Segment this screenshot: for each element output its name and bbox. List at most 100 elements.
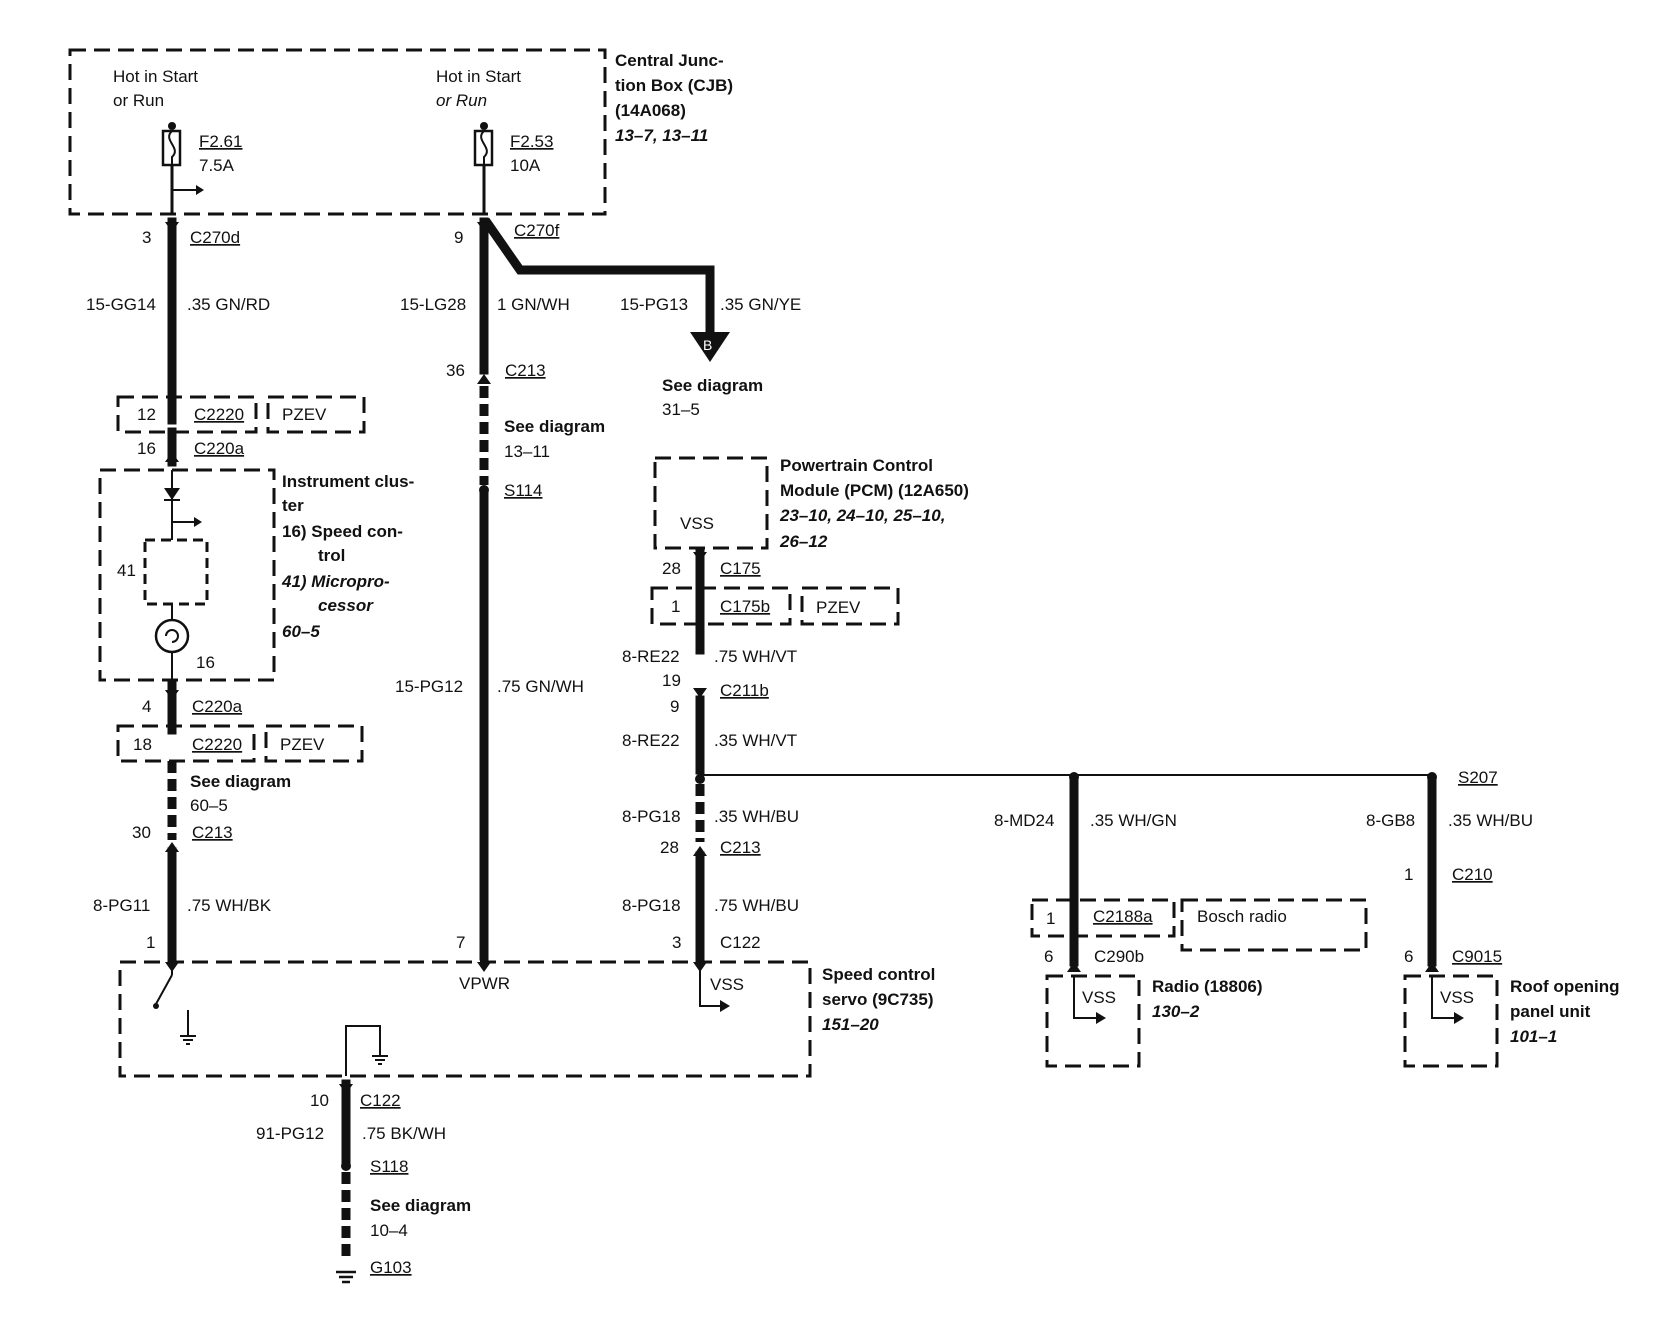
conn-c220a-lower: C220a: [192, 697, 243, 716]
w1-conn: C270d: [190, 228, 240, 247]
radio-bosch: Bosch radio: [1197, 907, 1287, 926]
gnd-pin-10: 10: [310, 1091, 329, 1110]
pcm-spec2: .35 WH/VT: [714, 731, 797, 750]
w2-spec: 1 GN/WH: [497, 295, 570, 314]
radio-conn-c290b: C290b: [1094, 947, 1144, 966]
pcm-conn-c175b: C175b: [720, 597, 770, 616]
fuse-f261-icon: [161, 122, 204, 214]
pcm-refs-1: 23–10, 24–10, 25–10,: [779, 506, 945, 525]
pcm-conn-c213: C213: [720, 838, 761, 857]
pcm-pin-9: 9: [670, 697, 679, 716]
gnd-conn-c122: C122: [360, 1091, 401, 1110]
wire-pg13: [481, 217, 715, 335]
pcm-circ4: 8-PG18: [622, 896, 681, 915]
bosch-radio-box: [1180, 898, 1368, 952]
radio-vss: VSS: [1082, 988, 1116, 1007]
cluster-title-2: ter: [282, 496, 304, 515]
conn-c220a-upper: C220a: [194, 439, 245, 458]
see-13-11-line1: See diagram: [504, 417, 605, 436]
servo-switch-icon: [153, 962, 196, 1045]
c175b-box: [650, 586, 792, 626]
see-10-4-line2: 10–4: [370, 1221, 408, 1240]
connector-b-letter: B: [703, 337, 712, 353]
w3-circuit: 15-PG13: [620, 295, 688, 314]
cluster-item41-1: 41) Micropro-: [281, 572, 390, 591]
roof-title-1: Roof opening: [1510, 977, 1620, 996]
cjb-title-1: Central Junc-: [615, 51, 724, 70]
diode-icon: [164, 488, 180, 500]
fuse1-name: F2.61: [199, 132, 242, 151]
microprocessor-box: [143, 538, 209, 606]
servo-ref: 151–20: [822, 1015, 879, 1034]
fuse-f253-icon: [473, 122, 494, 214]
servo-pin-1: 1: [146, 933, 155, 952]
pcm-conn-c175: C175: [720, 559, 761, 578]
pcm-pzev: PZEV: [816, 598, 861, 617]
pin-18: 18: [133, 735, 152, 754]
cjb-title-3: (14A068): [615, 101, 686, 120]
connector-b-icon: [690, 332, 730, 362]
w2-circuit: 15-LG28: [400, 295, 466, 314]
fuse1-rating: 7.5A: [199, 156, 235, 175]
cluster-item16-2: trol: [318, 546, 345, 565]
w4-spec: .75 GN/WH: [497, 677, 584, 696]
servo-title-2: servo (9C735): [822, 990, 934, 1009]
c2188a-box: [1030, 898, 1176, 938]
gnd-splice: S118: [370, 1157, 408, 1176]
pin-4: 4: [142, 697, 151, 716]
roof-vss: VSS: [1440, 988, 1474, 1007]
w1-spec: .35 GN/RD: [187, 295, 270, 314]
fuse2-name: F2.53: [510, 132, 553, 151]
instrument-cluster-box: [98, 468, 276, 682]
pcm-circ1: 8-RE22: [622, 647, 680, 666]
radio-box: [1045, 974, 1141, 1068]
pcm-refs-2: 26–12: [779, 532, 828, 551]
servo-box: [118, 960, 812, 1078]
w2-splice: S114: [504, 481, 542, 500]
radio-spec: .35 WH/GN: [1090, 811, 1177, 830]
radio-title: Radio (18806): [1152, 977, 1263, 996]
servo-vpwr: VPWR: [459, 974, 510, 993]
cluster-pin-16: 16: [196, 653, 215, 672]
hot2-line1: Hot in Start: [436, 67, 521, 86]
pcm-pin-19: 19: [662, 671, 681, 690]
pzev-upper-box: [266, 395, 366, 434]
see-31-5-line1: See diagram: [662, 376, 763, 395]
pcm-conn-c211b: C211b: [720, 681, 769, 700]
gnd-spec: .75 BK/WH: [362, 1124, 446, 1143]
conn-c2220-lower: C2220: [192, 735, 242, 754]
gnd-circuit: 91-PG12: [256, 1124, 324, 1143]
cluster-item16-1: 16) Speed con-: [282, 522, 403, 541]
pzev-lower-box: [264, 724, 364, 763]
see-10-4-line1: See diagram: [370, 1196, 471, 1215]
pcm-pzev-box: [800, 586, 900, 626]
pin-30: 30: [132, 823, 151, 842]
cjb-title-2: tion Box (CJB): [615, 76, 733, 95]
pin-16-upper: 16: [137, 439, 156, 458]
w2-pin: 9: [454, 228, 463, 247]
roof-pin-1: 1: [1404, 865, 1413, 884]
pzev-lower: PZEV: [280, 735, 325, 754]
pcm-circ3: 8-PG18: [622, 807, 681, 826]
hot1-line1: Hot in Start: [113, 67, 198, 86]
roof-circuit: 8-GB8: [1366, 811, 1415, 830]
see-31-5-line2: 31–5: [662, 400, 700, 419]
w2-pin36: 36: [446, 361, 465, 380]
pcm-spec1: .75 WH/VT: [714, 647, 797, 666]
pcm-box: [653, 456, 769, 550]
roof-conn-c210: C210: [1452, 865, 1493, 884]
servo-conn-c122: C122: [720, 933, 761, 952]
servo-ground-icon: [345, 1025, 388, 1076]
w1-circuit: 15-GG14: [86, 295, 156, 314]
pcm-pin-28: 28: [662, 559, 681, 578]
fuse2-rating: 10A: [510, 156, 541, 175]
cluster-ref: 60–5: [282, 622, 320, 641]
cjb-refs: 13–7, 13–11: [615, 126, 708, 145]
servo-pin-3: 3: [672, 933, 681, 952]
pcm-spec3: .35 WH/BU: [714, 807, 799, 826]
pcm-pin-28b: 28: [660, 838, 679, 857]
splice-s118: [341, 1161, 351, 1171]
c2220-lower-box: [116, 724, 256, 763]
roof-spec: .35 WH/BU: [1448, 811, 1533, 830]
